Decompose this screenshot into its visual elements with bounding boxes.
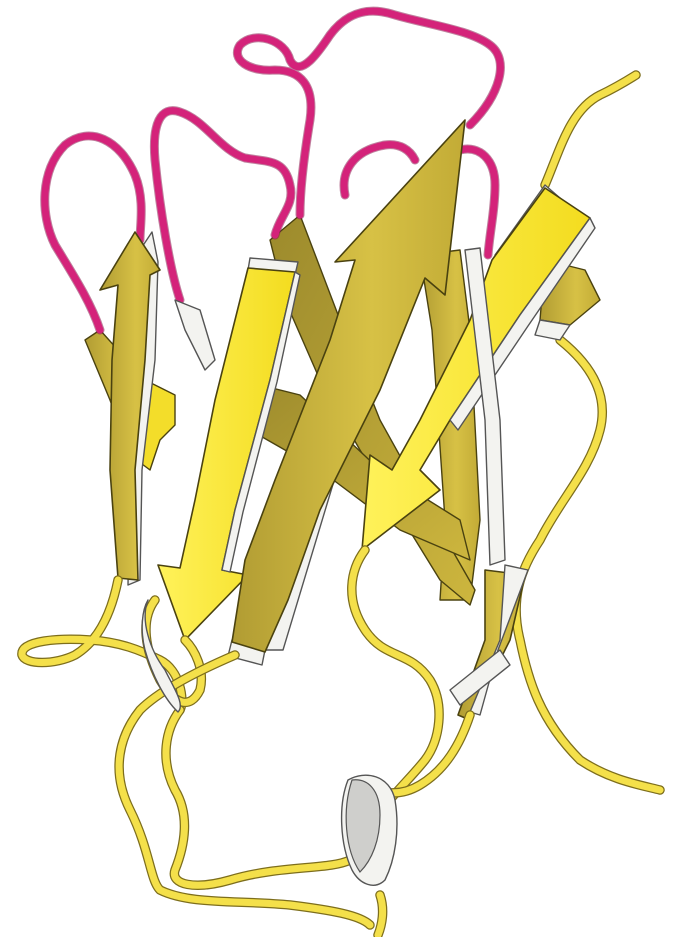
back-yellow-loops	[516, 75, 660, 790]
